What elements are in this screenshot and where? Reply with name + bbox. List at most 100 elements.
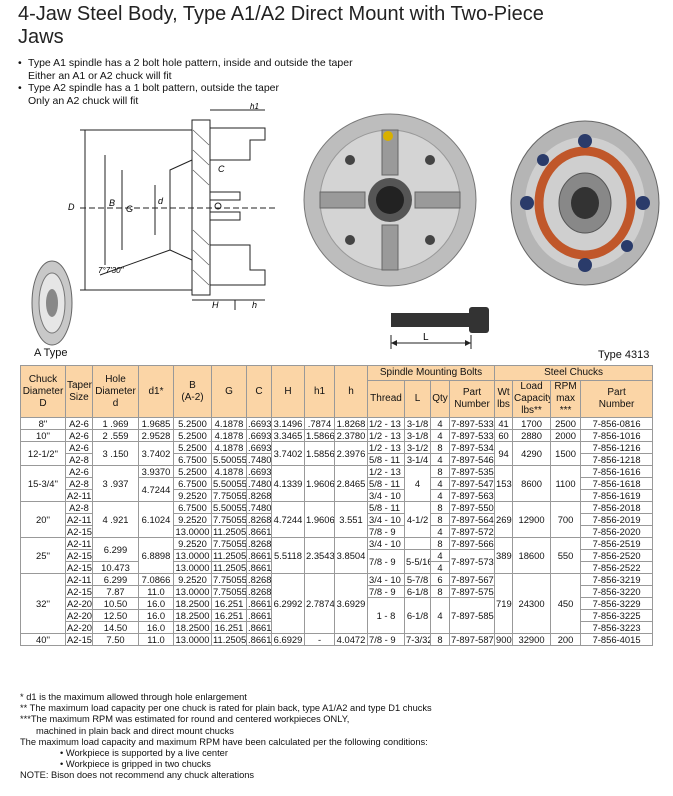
cell-g: 7.75055 <box>211 585 247 598</box>
dim-hcap-label: H <box>212 300 219 310</box>
cell-g: 11.2505 <box>211 633 247 646</box>
cell-taper-size: A2-6 <box>65 417 93 430</box>
dim-c-label: C <box>218 164 225 174</box>
cell-d1: 2.9528 <box>138 429 174 442</box>
cell-h-cap: 4.1339 <box>271 465 305 502</box>
cell-load-capacity: 1700 <box>512 417 552 430</box>
col-header-qty: Qty <box>430 380 450 418</box>
cell-b: 18.2500 <box>173 609 212 622</box>
bolt-drawing: L <box>390 307 489 349</box>
cell-load-capacity: 18600 <box>512 537 552 574</box>
cell-h: 2.3976 <box>334 441 368 466</box>
cell-hole-diameter: 2 .559 <box>92 429 139 442</box>
cell-h-cap: 6.6929 <box>271 633 305 646</box>
cell-bolt-length: 3-1/4 <box>404 453 431 466</box>
note-d1: * d1 is the maximum allowed through hole… <box>20 692 247 702</box>
cell-c: .6693 <box>246 465 272 478</box>
cell-hole-diameter: 10.50 <box>92 597 139 610</box>
cell-qty: 4 <box>430 489 450 502</box>
cell-rpm: 550 <box>550 537 582 574</box>
cell-chuck-part: 7-856-0816 <box>580 417 654 430</box>
cell-bolt-part: 7-897-533 <box>448 417 496 430</box>
cell-g: 7.75055 <box>211 489 247 502</box>
cell-g: 4.1878 <box>211 429 247 442</box>
col-header-c: C <box>246 365 272 418</box>
cell-taper-size: A2-11 <box>65 573 93 586</box>
cell-chuck-diameter: 10'' <box>20 429 66 442</box>
cell-taper-size: A2-20 <box>65 609 93 622</box>
cell-bolt-part: 7-897-534 <box>448 441 496 454</box>
cell-thread: 3/4 - 10 <box>367 489 405 502</box>
cell-qty: 4 <box>430 561 450 574</box>
cell-taper-size: A2-20 <box>65 597 93 610</box>
chuck-photo-back <box>510 120 660 286</box>
cell-chuck-part: 7-856-2522 <box>580 561 654 574</box>
cell-g: 5.50055 <box>211 501 247 514</box>
cell-c: .8268 <box>246 537 272 550</box>
cell-qty: 8 <box>430 513 450 526</box>
note-bison: NOTE: Bison does not recommend any chuck… <box>20 770 255 781</box>
cell-g: 16.251 <box>211 609 247 622</box>
cell-thread: 1/2 - 13 <box>367 465 405 478</box>
cell-h1: 1.5856 <box>304 441 335 466</box>
cell-weight: 153 <box>494 465 514 502</box>
cell-chuck-diameter: 32'' <box>20 573 66 634</box>
cell-h: 3.551 <box>334 501 368 538</box>
dim-b-label: B <box>109 198 115 208</box>
cell-qty: 8 <box>430 465 450 478</box>
intro-bullets: •Type A1 spindle has a 2 bolt hole patte… <box>18 57 458 107</box>
cell-thread: 7/8 - 9 <box>367 549 405 574</box>
cell-thread: 5/8 - 11 <box>367 453 405 466</box>
col-header-h: h <box>334 365 368 418</box>
cell-b: 6.7500 <box>173 477 212 490</box>
cell-hole-diameter: 3 .937 <box>92 465 139 502</box>
cell-b: 18.2500 <box>173 621 212 634</box>
note-rpm-cont: machined in plain back and direct mount … <box>36 725 234 736</box>
cell-thread: 3/4 - 10 <box>367 537 405 550</box>
type-4313-label: Type 4313 <box>598 349 650 361</box>
cell-d1: 7.0866 <box>138 573 174 586</box>
cell-c: .8268 <box>246 513 272 526</box>
cell-hole-diameter: 7.87 <box>92 585 139 598</box>
cell-rpm: 2500 <box>550 417 582 430</box>
group-header-steel-chucks: Steel Chucks <box>494 365 654 381</box>
cell-c: .8268 <box>246 489 272 502</box>
cell-c: .8661 <box>246 609 272 622</box>
cell-bolt-length: 5-5/16 <box>404 549 431 574</box>
cell-bolt-part: 7-897-546 <box>448 453 496 466</box>
cell-qty: 8 <box>430 441 450 454</box>
cell-chuck-part: 7-856-3229 <box>580 597 654 610</box>
cell-b: 5.2500 <box>173 417 212 430</box>
bullet-a1: •Type A1 spindle has a 2 bolt hole patte… <box>18 57 353 69</box>
cell-chuck-part: 7-856-1016 <box>580 429 654 442</box>
cell-taper-size: A2-11 <box>65 537 93 550</box>
cell-rpm: 1100 <box>550 465 582 502</box>
cell-d1: 3.9370 <box>138 465 174 478</box>
cell-c: .7480 <box>246 501 272 514</box>
cell-bolt-part: 7-897-566 <box>448 537 496 550</box>
bullet-a1-line1: Type A1 spindle has a 2 bolt hole patter… <box>28 57 353 69</box>
cell-g: 4.1878 <box>211 465 247 478</box>
a-type-label: A Type <box>34 347 68 359</box>
cell-hole-diameter: 4 .921 <box>92 501 139 538</box>
cell-rpm: 200 <box>550 633 582 646</box>
cell-bolt-part: 7-897-573 <box>448 549 496 574</box>
col-header-g: G <box>211 365 247 418</box>
cell-thread: 1/2 - 13 <box>367 417 405 430</box>
cell-chuck-part: 7-856-2019 <box>580 513 654 526</box>
cell-chuck-diameter: 15-3/4'' <box>20 465 66 502</box>
cell-b: 13.0000 <box>173 525 212 538</box>
cell-h: 4.0472 <box>334 633 368 646</box>
col-header-l: L <box>404 380 431 418</box>
cell-chuck-part: 7-856-1218 <box>580 453 654 466</box>
cell-qty: 4 <box>430 453 450 466</box>
cell-h-cap: 6.2992 <box>271 573 305 634</box>
cell-h1: 1.9606 <box>304 465 335 502</box>
cell-taper-size: A2-15 <box>65 585 93 598</box>
cell-thread: 7/8 - 9 <box>367 525 405 538</box>
